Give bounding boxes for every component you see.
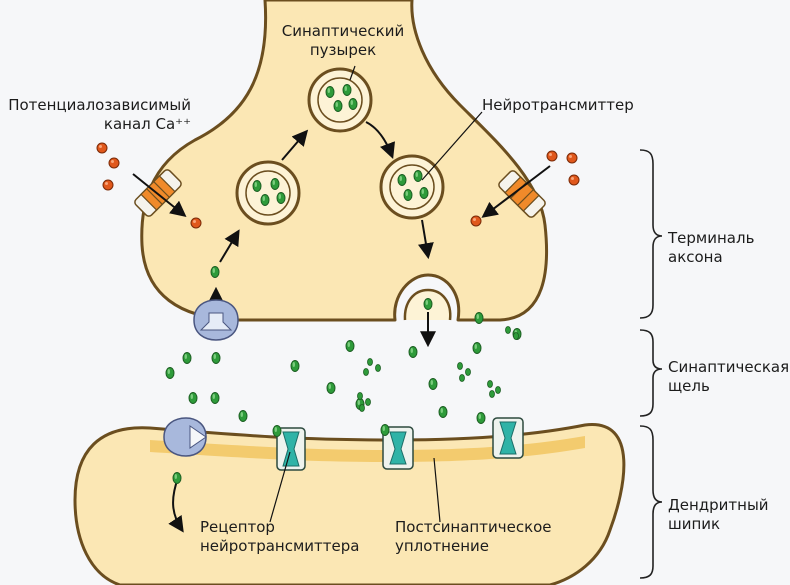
- receptor-label-line1: Рецептор: [200, 518, 275, 536]
- vesicle-label-line2: пузырек: [309, 41, 377, 59]
- vesicle-top: [307, 67, 373, 133]
- receptor-channel-2: [382, 426, 414, 470]
- vesicle-left: [235, 160, 301, 226]
- braces: [639, 149, 663, 579]
- neurotransmitter-label: Нейротрансмиттер: [482, 96, 634, 114]
- receptor-channel-3: [492, 417, 524, 459]
- reuptake-transporter-presynaptic: [193, 299, 239, 341]
- ca-channel-label-line2: канал Ca⁺⁺: [103, 115, 191, 133]
- ca-channel-label: Потенциалозависимый канал Ca⁺⁺: [0, 96, 191, 134]
- psd-label: Постсинаптическое уплотнение: [395, 518, 552, 556]
- neurotransmitter-in-fusing-vesicle: [423, 298, 433, 310]
- receptor-label-line2: нейротрансмиттера: [200, 537, 360, 555]
- leader-receptor: [269, 451, 291, 523]
- synaptic-cleft-label: Синаптическая щель: [668, 358, 789, 396]
- receptor-label: Рецептор нейротрансмиттера: [200, 518, 359, 556]
- vesicle-label-line1: Синаптический: [281, 22, 405, 40]
- arrow-right-to-membrane: [418, 219, 434, 260]
- reuptake-transporter-postsynaptic: [163, 417, 207, 457]
- axon-terminal-membrane: [140, 0, 549, 322]
- receptor-channel-1: [276, 427, 306, 471]
- axon-terminal-label: Терминаль аксона: [668, 229, 754, 267]
- ca-influx-arrow-left: [132, 173, 187, 218]
- leader-neurotransmitter: [421, 111, 483, 181]
- ca-influx-arrow-right: [481, 165, 551, 218]
- fragmented-neurotransmitters: [357, 326, 519, 412]
- dendritic-spine-label-line2: шипик: [668, 515, 721, 533]
- axon-terminal-label-line1: Терминаль: [668, 229, 755, 247]
- axon-terminal-label-line2: аксона: [668, 248, 723, 266]
- synaptic-cleft-label-line1: Синаптическая: [668, 358, 790, 376]
- arrow-reuptake-to-vesicle: [219, 229, 240, 263]
- vesicle-right: [379, 154, 445, 220]
- leader-psd: [433, 457, 441, 523]
- arrow-left-to-top: [281, 129, 309, 161]
- dendritic-spine-label: Дендритный шипик: [668, 496, 769, 534]
- dendritic-spine-label-line1: Дендритный: [668, 496, 769, 514]
- psd-label-line1: Постсинаптическое: [395, 518, 552, 536]
- synaptic-cleft-label-line2: щель: [668, 377, 710, 395]
- postsynaptic-density: [150, 436, 585, 462]
- psd-label-line2: уплотнение: [395, 537, 490, 555]
- leader-vesicle: [349, 65, 356, 81]
- ca-channel-right: [498, 170, 546, 218]
- arrow-top-to-right: [365, 121, 395, 159]
- vesicle-label: Синаптический пузырек: [268, 22, 418, 60]
- ca-channel-label-line1: Потенциалозависимый: [8, 96, 191, 114]
